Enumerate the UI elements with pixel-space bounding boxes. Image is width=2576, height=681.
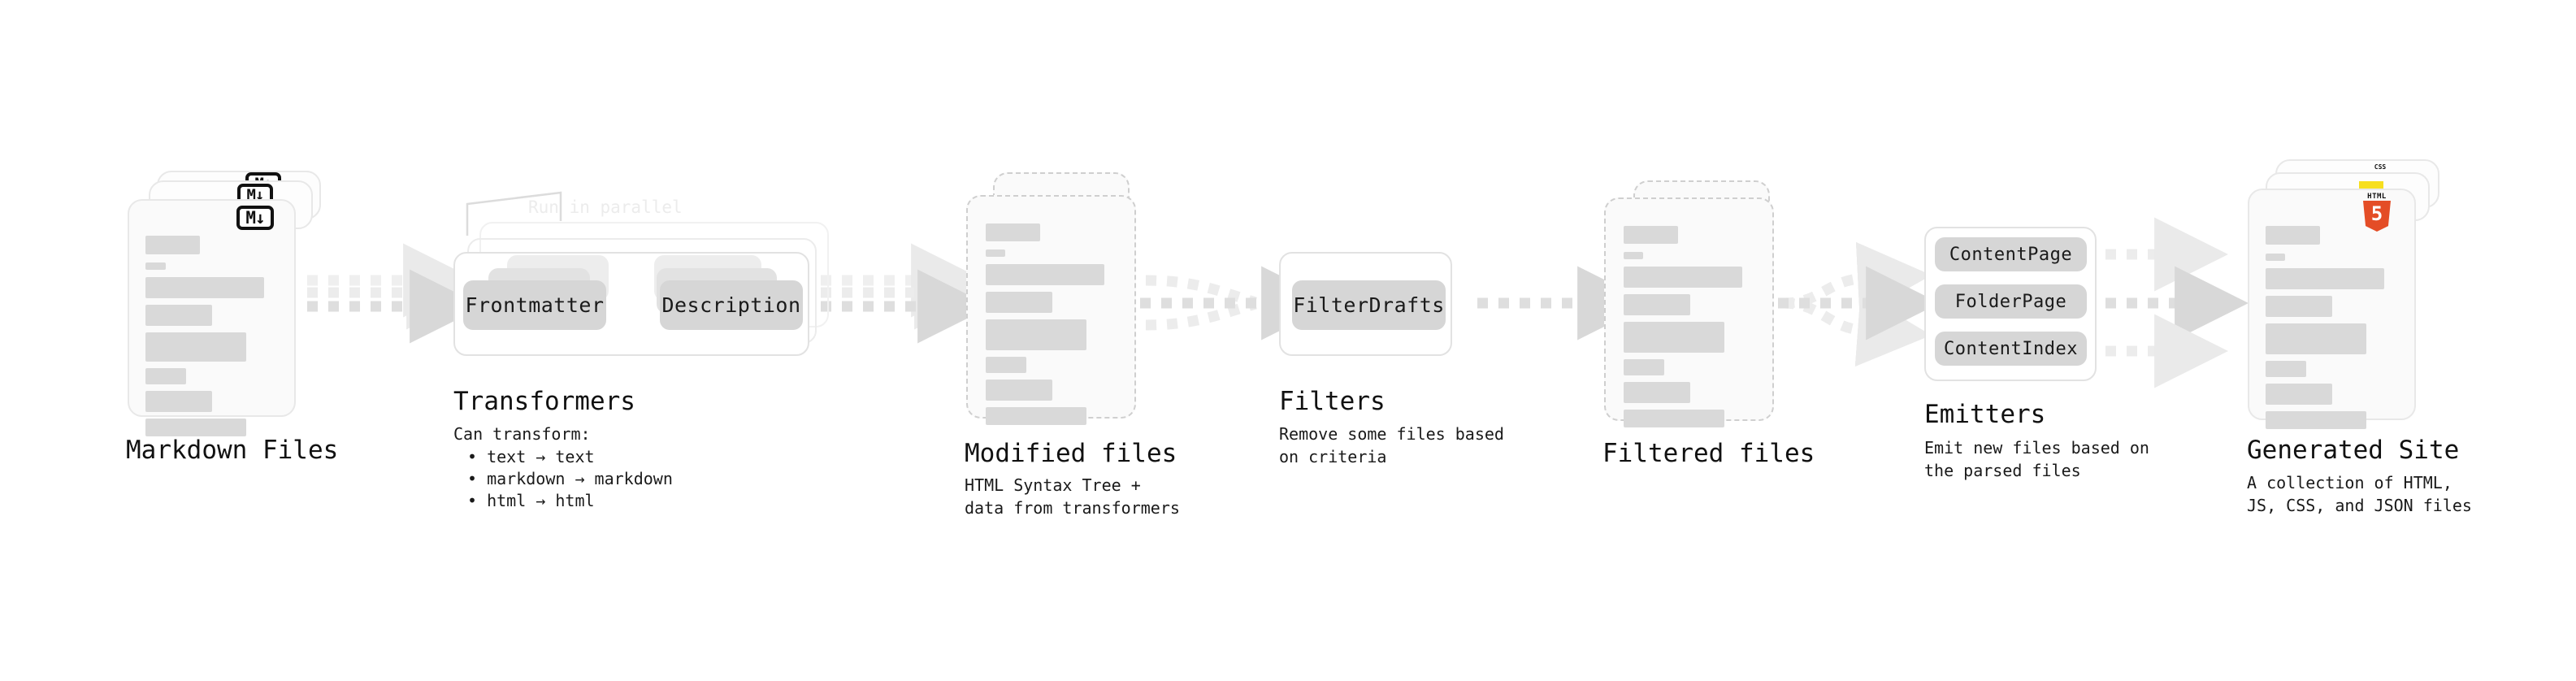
html5-shield: 5 <box>2363 201 2391 232</box>
doc-bar <box>986 249 1005 257</box>
doc-bar <box>1624 226 1678 244</box>
stage-title-modified-files: Modified files <box>965 439 1177 468</box>
bullet-text: text → text <box>487 447 595 466</box>
doc-bar <box>986 292 1052 313</box>
doc-bar <box>1624 294 1690 315</box>
generated-site-subtitle: A collection of HTML, JS, CSS, and JSON … <box>2247 473 2472 515</box>
transformer-pill-frontmatter[interactable]: Frontmatter <box>463 280 606 330</box>
bullet-text: html → html <box>487 491 595 510</box>
emitters-subtitle: Emit new files based on the parsed files <box>1924 438 2149 480</box>
connector-transformers-to-modified <box>821 243 992 344</box>
bullet-text: markdown → markdown <box>487 469 673 488</box>
stage-title-emitters: Emitters <box>1924 400 2046 429</box>
doc-bar <box>1624 382 1690 403</box>
emitter-pill-contentpage[interactable]: ContentPage <box>1935 237 2087 271</box>
doc-bar <box>986 264 1104 285</box>
doc-bar <box>986 357 1026 373</box>
connector-emitters-to-site <box>2084 217 2249 388</box>
doc-bar <box>145 262 166 270</box>
css-wordmark: CSS <box>2374 163 2387 171</box>
doc-bar <box>2266 254 2285 261</box>
doc-bar <box>145 368 186 384</box>
doc-bar <box>145 391 212 412</box>
stage-title-filtered-files: Filtered files <box>1602 439 1815 468</box>
connector-modified-to-filters <box>1140 266 1336 340</box>
doc-bar <box>1624 267 1742 288</box>
doc-bar <box>986 380 1052 401</box>
doc-bar <box>2266 323 2366 354</box>
transformers-bullet-1: • markdown → markdown <box>467 469 673 488</box>
connector-md-to-transformers <box>307 243 484 344</box>
emitter-pill-folderpage[interactable]: FolderPage <box>1935 284 2087 319</box>
doc-bar <box>2266 411 2366 429</box>
doc-bar <box>2266 268 2384 289</box>
doc-bar <box>986 319 1086 350</box>
run-in-parallel-label: Run in parallel <box>528 197 683 217</box>
emitter-pill-contentindex[interactable]: ContentIndex <box>1935 332 2087 366</box>
stage-title-markdown-files: Markdown Files <box>126 436 339 465</box>
doc-bar <box>1624 322 1724 353</box>
doc-bar <box>145 236 200 254</box>
markdown-logo-icon: M↓ <box>236 206 274 230</box>
doc-bar <box>2266 361 2306 377</box>
modified-files-subtitle: HTML Syntax Tree + data from transformer… <box>965 475 1180 518</box>
doc-bar <box>1624 410 1724 427</box>
doc-bar <box>145 277 264 298</box>
html5-wordmark: HTML <box>2367 193 2387 201</box>
connector-filtered-to-emitters <box>1778 241 1941 367</box>
filters-subtitle: Remove some files based on criteria <box>1279 424 1504 466</box>
doc-bar <box>986 407 1086 425</box>
doc-bar <box>1624 252 1643 259</box>
doc-bar <box>2266 226 2320 245</box>
transformers-bullet-0: • text → text <box>467 447 595 466</box>
doc-bar <box>2266 296 2332 317</box>
doc-bar <box>1624 359 1664 375</box>
stage-title-generated-site: Generated Site <box>2247 436 2460 465</box>
doc-bar <box>145 419 246 436</box>
stage-title-transformers: Transformers <box>453 387 635 416</box>
filter-pill-filterdrafts[interactable]: FilterDrafts <box>1292 280 1446 330</box>
doc-bar <box>2266 384 2332 405</box>
doc-bar <box>986 223 1040 241</box>
doc-bar <box>145 332 246 362</box>
stage-title-filters: Filters <box>1279 387 1386 416</box>
transformers-subtitle: Can transform: <box>453 424 591 444</box>
doc-bar <box>145 305 212 326</box>
transformers-bullet-2: • html → html <box>467 491 595 510</box>
transformer-pill-description[interactable]: Description <box>660 280 803 330</box>
html5-logo-icon: HTML 5 <box>2361 193 2393 232</box>
